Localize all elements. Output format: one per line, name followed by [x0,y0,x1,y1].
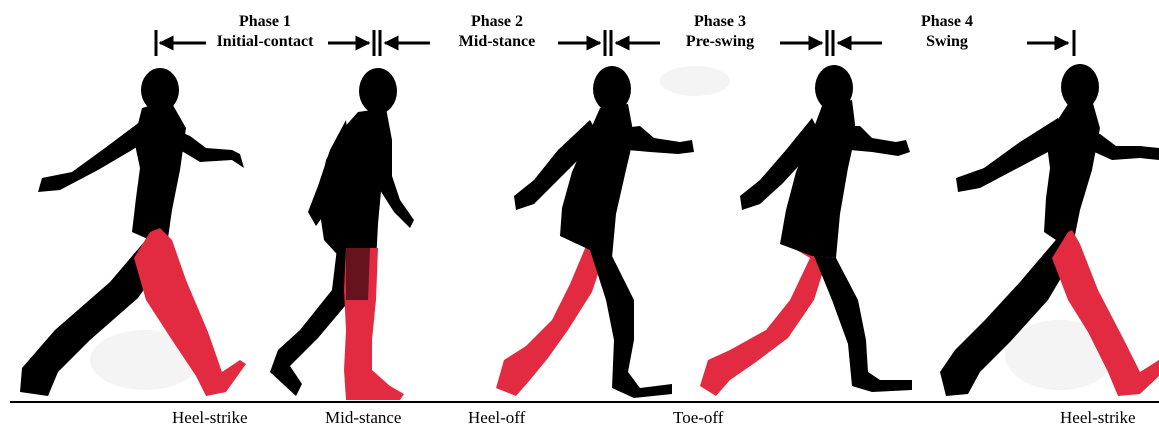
rear-arm [956,118,1064,192]
highlighted-rear-leg [496,232,604,396]
event-label-toe-off: Toe-off [673,408,723,428]
front-arm [374,126,414,228]
event-label-heel-strike: Heel-strike [172,408,248,428]
figure-5-heel-strike [940,64,1159,396]
rear-arm [38,118,150,192]
figure-2-mid-stance [270,68,414,400]
event-label-mid-stance: Mid-stance [325,408,401,428]
figure-3-heel-off [496,66,694,398]
ground-line [10,401,1159,403]
figure-4-toe-off [700,65,912,396]
front-leg [814,256,912,392]
front-arm [172,128,244,168]
torso [560,104,634,258]
torso [780,100,856,258]
event-label-heel-strike-2: Heel-strike [1060,408,1136,428]
front-arm [844,126,910,156]
event-label-heel-off: Heel-off [468,408,525,428]
front-leg [590,250,672,398]
highlighted-rear-leg [700,240,826,396]
highlighted-front-leg [134,228,246,396]
front-arm [622,126,694,154]
stance-leg-shadow [346,248,370,300]
torso [132,100,186,240]
torso [1044,100,1100,240]
highlighted-front-leg [1052,230,1159,396]
figure-1-heel-strike [20,68,246,396]
